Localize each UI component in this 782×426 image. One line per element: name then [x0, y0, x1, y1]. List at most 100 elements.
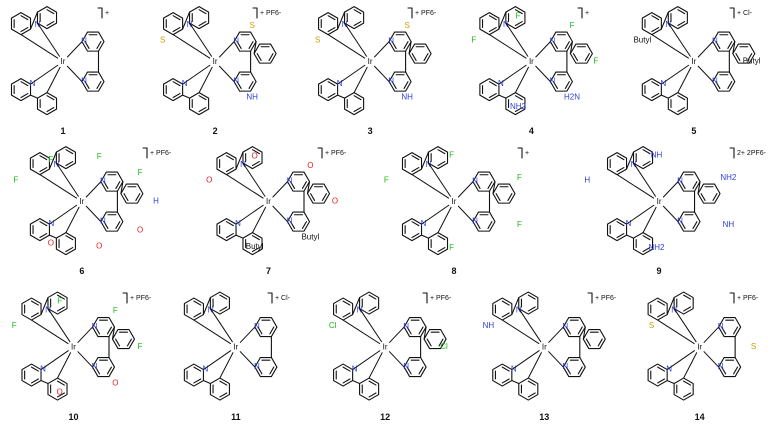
- double-bond: [268, 53, 274, 62]
- iridium-label: Ir: [79, 197, 84, 206]
- double-bond: [115, 181, 121, 190]
- double-bond: [30, 378, 39, 384]
- coordination-bond: [30, 61, 64, 85]
- double-bond: [106, 326, 112, 335]
- coordination-bond: [235, 201, 269, 225]
- double-bond: [172, 27, 181, 33]
- double-bond: [552, 41, 558, 50]
- counter-ion-label: +: [105, 10, 109, 17]
- double-bond: [225, 233, 234, 239]
- double-bond: [251, 161, 260, 167]
- substituent-label: F: [57, 297, 62, 306]
- double-bond: [257, 326, 263, 335]
- fusion-bond: [111, 326, 116, 340]
- nitrogen-label: N: [100, 177, 106, 186]
- inter-ring-bond: [48, 151, 57, 170]
- iridium-label: Ir: [368, 57, 373, 66]
- nitrogen-label: N: [498, 79, 504, 88]
- double-bond: [712, 193, 718, 202]
- double-bond: [327, 27, 336, 33]
- double-bond: [56, 392, 65, 398]
- nitrogen-label: N: [472, 177, 478, 186]
- double-bond: [123, 193, 129, 202]
- nitrogen-label: N: [562, 362, 568, 371]
- double-bond: [403, 81, 409, 90]
- double-bond: [651, 15, 660, 21]
- coordination-bond: [505, 22, 532, 62]
- nitrogen-label: N: [49, 219, 55, 228]
- double-bond: [501, 312, 510, 318]
- inter-ring-bond: [29, 11, 39, 30]
- coordination-bond: [182, 61, 216, 85]
- substituent-label: O: [332, 197, 338, 206]
- substituent-label: NH: [246, 93, 258, 102]
- double-bond: [680, 221, 686, 230]
- nitrogen-label: N: [187, 20, 193, 29]
- double-bond: [437, 161, 446, 167]
- iridium-label: Ir: [657, 197, 662, 206]
- double-bond: [95, 366, 101, 375]
- inter-ring-bond: [235, 151, 244, 170]
- double-bond: [368, 380, 377, 386]
- coordination-bond: [172, 34, 216, 63]
- inter-ring-bond: [660, 94, 669, 99]
- double-bond: [301, 221, 307, 230]
- substituent-label: F: [138, 342, 143, 351]
- inter-ring-bond: [420, 234, 430, 239]
- coordination-bond: [327, 34, 371, 63]
- substituent-label: Cl: [329, 321, 337, 330]
- charge-bracket: [267, 292, 273, 304]
- metal-knockout: [262, 195, 275, 208]
- nitrogen-label: N: [677, 217, 683, 226]
- double-bond: [56, 380, 65, 386]
- double-bond: [84, 41, 90, 50]
- double-bond: [564, 41, 570, 50]
- substituent-label: NH: [723, 220, 735, 229]
- substituent-label: S: [249, 21, 254, 30]
- double-bond: [39, 233, 48, 239]
- double-bond: [248, 81, 254, 90]
- nitrogen-label: N: [511, 365, 517, 374]
- substituent-label: F: [449, 243, 454, 252]
- substituent-label: S: [404, 21, 409, 30]
- double-bond: [721, 326, 727, 335]
- double-bond: [198, 95, 207, 101]
- counter-ion-label: + PF6-: [430, 295, 452, 302]
- double-bond: [172, 81, 181, 87]
- double-bond: [30, 366, 39, 372]
- double-bond: [256, 53, 262, 62]
- charge-bracket: [97, 7, 103, 19]
- substituent-label: F: [594, 57, 599, 66]
- inter-ring-bond: [235, 234, 244, 239]
- metal-knockout: [229, 341, 242, 354]
- compound-number: 5: [691, 126, 696, 136]
- double-bond: [353, 107, 362, 113]
- substituent-label: F: [570, 21, 575, 30]
- substituent-label: Butyl: [743, 57, 761, 66]
- substituent-label: F: [449, 151, 454, 160]
- nitrogen-label: N: [626, 219, 632, 228]
- double-bond: [651, 93, 660, 99]
- double-bond: [488, 27, 497, 33]
- substituent-label: H: [153, 197, 159, 206]
- substituent-label: F: [517, 220, 522, 229]
- double-bond: [514, 21, 523, 27]
- nitrogen-label: N: [677, 177, 683, 186]
- nitrogen-label: N: [388, 37, 394, 46]
- inter-ring-bond: [660, 11, 669, 30]
- inter-ring-bond: [352, 296, 361, 316]
- coordination-bond: [518, 308, 545, 348]
- double-bond: [310, 193, 316, 202]
- inter-ring-bond: [40, 296, 49, 316]
- compound-number: 10: [68, 412, 78, 422]
- double-bond: [65, 161, 74, 167]
- double-bond: [198, 9, 207, 15]
- nitrogen-label: N: [712, 77, 718, 86]
- nitrogen-label: N: [718, 362, 724, 371]
- double-bond: [353, 21, 362, 27]
- double-bond: [680, 181, 686, 190]
- fusion-bond: [306, 181, 311, 195]
- substituent-label: S: [315, 36, 320, 45]
- nitrogen-label: N: [562, 322, 568, 331]
